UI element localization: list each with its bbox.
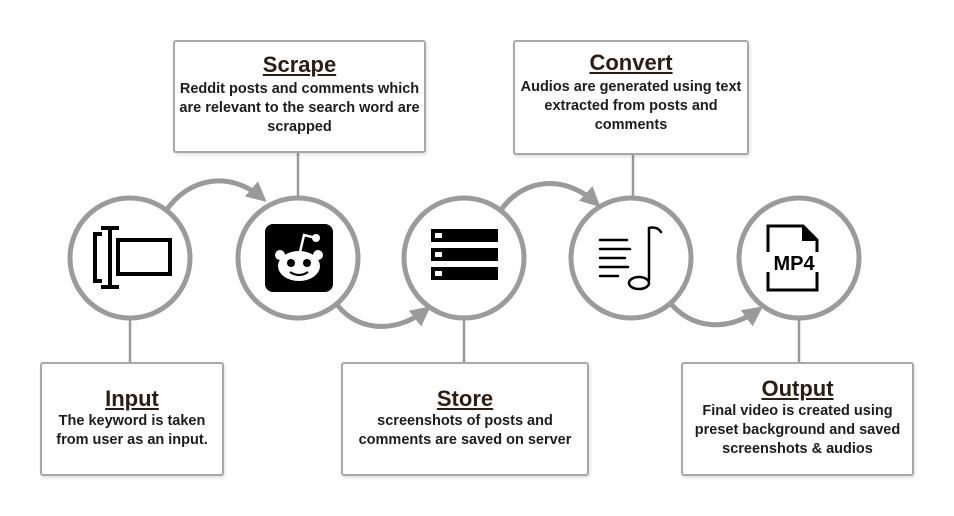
store-title: Store [436, 386, 494, 411]
arrow-convert-to-output [665, 297, 763, 328]
stage-circle-convert [568, 195, 694, 321]
store-description: screenshots of posts and comments are sa… [358, 413, 572, 448]
reddit-icon [265, 224, 333, 292]
output-title: Output [761, 376, 834, 401]
output-description: Final video is created using preset back… [694, 403, 901, 457]
store-card: Store screenshots of posts and comments … [341, 362, 589, 476]
arrow-store-to-convert [498, 181, 601, 213]
convert-title: Convert [589, 50, 673, 75]
input-description: The keyword is taken from user as an inp… [56, 413, 208, 448]
mp4-label: MP4 [773, 253, 815, 275]
scrape-title: Scrape [262, 52, 337, 77]
output-card: Output Final video is created using pres… [681, 362, 914, 476]
scrape-description: Reddit posts and comments which are rele… [179, 81, 420, 135]
vertical-connectors [128, 153, 801, 362]
audio-note-icon [598, 226, 663, 291]
scrape-card: Scrape Reddit posts and comments which a… [173, 40, 426, 153]
mp4-file-icon: MP4 [758, 224, 830, 292]
arrow-input-to-scrape [162, 178, 267, 215]
stage-circle-input [67, 195, 193, 321]
arrow-scrape-to-store [331, 297, 431, 329]
server-icon [431, 229, 498, 280]
text-cursor-input-icon [93, 226, 172, 289]
convert-description: Audios are generated using text extracte… [520, 79, 742, 133]
input-title: Input [105, 386, 159, 411]
input-card: Input The keyword is taken from user as … [40, 362, 224, 476]
convert-card: Convert Audios are generated using text … [513, 40, 749, 155]
